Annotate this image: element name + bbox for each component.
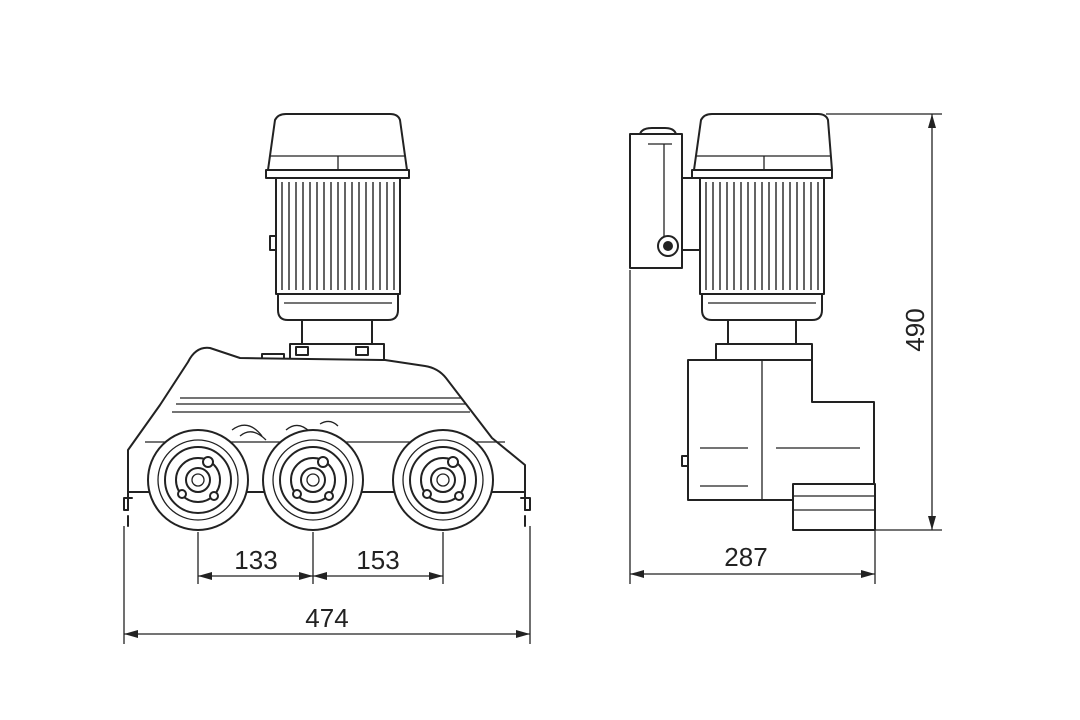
side-motor-cap — [691, 113, 833, 179]
front-view: 133 153 474 — [123, 113, 531, 644]
dimension-roller-spacing: 133 153 — [197, 532, 444, 584]
front-coupling — [261, 319, 385, 361]
dimension-side-depth: 287 — [629, 270, 876, 584]
side-coupling — [715, 319, 813, 361]
side-view: 287 490 — [629, 113, 942, 584]
dimension-label-153: 153 — [356, 545, 399, 575]
dimension-label-474: 474 — [305, 603, 348, 633]
feed-roller-2 — [262, 429, 364, 531]
dimension-overall-height: 490 — [826, 113, 942, 531]
feed-roller-3 — [392, 429, 494, 531]
side-motor-body — [699, 177, 825, 321]
side-gearbox-housing — [681, 359, 876, 531]
dimension-label-490: 490 — [900, 308, 930, 351]
dimension-overall-width: 474 — [123, 526, 531, 644]
feed-roller-1 — [147, 429, 249, 531]
front-motor-body — [269, 177, 401, 321]
dimension-label-287: 287 — [724, 542, 767, 572]
dimension-label-133: 133 — [234, 545, 277, 575]
front-motor-cap — [265, 113, 410, 179]
